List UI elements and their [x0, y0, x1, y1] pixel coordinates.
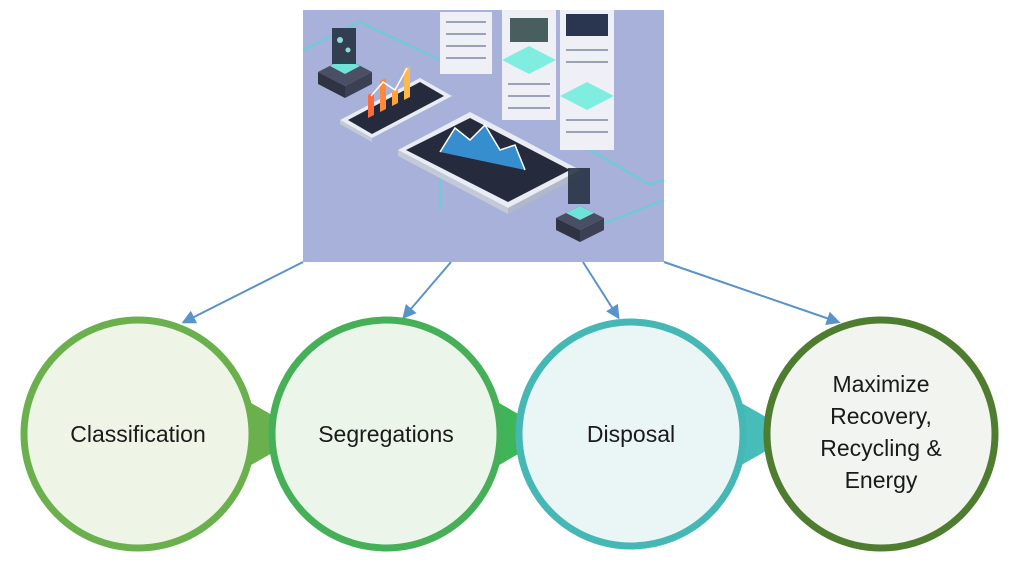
- connector-arrows: [181, 261, 841, 325]
- arrow-to-classification: [181, 261, 304, 324]
- chip-right: [556, 168, 604, 242]
- step-circle-classification: [20, 316, 256, 552]
- step-labels: Classification Segregations Disposal Max…: [70, 371, 941, 493]
- step-label-maximize-line-2: Recovery,: [830, 403, 932, 429]
- step-circles: [20, 316, 999, 552]
- step-circle-disposal: [515, 318, 747, 550]
- server-racks: [440, 10, 614, 150]
- data-center-illustration: [302, 10, 665, 262]
- step-label-maximize-line-3: Recycling &: [820, 435, 941, 461]
- step-label-segregations: Segregations: [318, 421, 454, 447]
- chip-left: [318, 28, 372, 98]
- step-circle-segregations: [268, 316, 504, 552]
- step-label-classification: Classification: [70, 421, 206, 447]
- step-label-maximize-line-4: Energy: [845, 467, 918, 493]
- arrow-to-disposal: [582, 261, 620, 320]
- step-circle-maximize: [763, 316, 999, 552]
- tablet-small: [340, 66, 452, 142]
- step-label-maximize-line-1: Maximize: [832, 371, 929, 397]
- arrow-to-maximize: [663, 261, 841, 325]
- arrow-to-segregations: [402, 261, 452, 320]
- step-label-disposal: Disposal: [587, 421, 675, 447]
- tablet-large: [398, 112, 580, 214]
